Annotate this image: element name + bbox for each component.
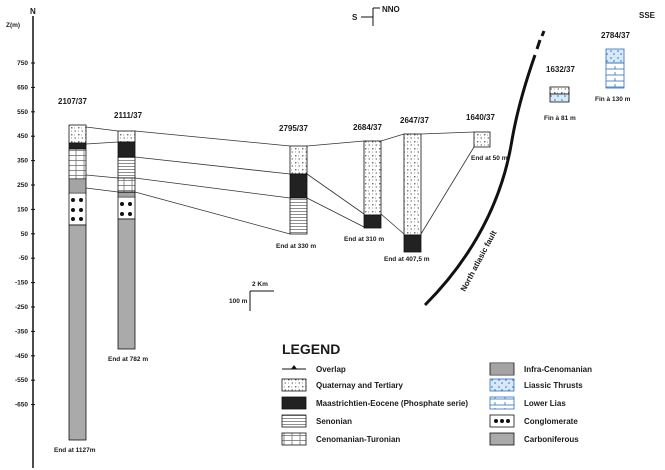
legend-item-quaternary: Quaternay and Tertiary xyxy=(281,378,404,392)
depth-axis: N Z(m) 750 650 550 450 350 250 150 50 -50 -150 -25… xyxy=(6,7,36,468)
axis-tick-label: -350 xyxy=(15,328,28,335)
well-2107-37: 2107/37 End at 1127m xyxy=(54,97,96,454)
well-label: 2111/37 xyxy=(114,111,143,120)
axis-tick-label: 150 xyxy=(17,206,28,213)
legend-item-overlap: Overlap xyxy=(282,365,346,374)
well-2795-37: 2795/37 End at 330 m xyxy=(276,124,316,250)
well-label: 1632/37 xyxy=(546,65,575,74)
legend-title: LEGEND xyxy=(282,341,340,357)
axis-unit-label: Z(m) xyxy=(6,22,20,29)
well-end-label: End at 310 m xyxy=(344,236,384,243)
well-2684-37: 2684/37 End at 310 m xyxy=(344,123,384,243)
fault-label: North atlasic fault xyxy=(459,229,499,293)
well-label: 2107/37 xyxy=(58,97,87,106)
legend-item-carboniferous: Carboniferous xyxy=(489,432,579,446)
orientation-marker: S NNO SSE xyxy=(352,5,656,26)
axis-tick-label: 550 xyxy=(17,109,28,116)
well-2111-37: 2111/37 End at 782 m xyxy=(108,111,148,363)
svg-text:Overlap: Overlap xyxy=(316,365,346,374)
svg-text:Infra-Cenomanian: Infra-Cenomanian xyxy=(524,365,592,374)
svg-text:Senonian: Senonian xyxy=(316,417,352,426)
axis-tick-label: 350 xyxy=(17,158,28,165)
well-1632-37: 1632/37 Fin à 81 m xyxy=(544,65,576,122)
well-label: 2647/37 xyxy=(400,116,429,125)
well-label: 2795/37 xyxy=(279,124,308,133)
axis-tick-label: 50 xyxy=(21,231,29,238)
legend-item-liassic-thrusts: Liassic Thrusts xyxy=(489,378,583,392)
well-label: 2784/37 xyxy=(601,31,630,40)
scale-bar: 2 Km 100 m xyxy=(229,281,274,311)
axis-tick-label: -150 xyxy=(15,280,28,287)
well-end-label: End at 407,5 m xyxy=(384,256,430,263)
well-end-label: End at 330 m xyxy=(276,243,316,250)
legend-item-maastrichtien: Maastrichtien-Eocene (Phosphate serie) xyxy=(281,396,468,410)
legend-item-lower-lias: Lower Lias xyxy=(489,396,566,410)
well-2647-37: 2647/37 End at 407,5 m xyxy=(384,116,430,263)
legend-item-conglomerate: Conglomerate xyxy=(489,414,578,428)
axis-tick-label: -250 xyxy=(15,304,28,311)
axis-tick-label: -450 xyxy=(15,353,28,360)
legend: LEGEND Overlap Quaternay and Tertiary Ma… xyxy=(281,341,592,446)
well-2784-37: 2784/37 Fin à 130 m xyxy=(595,31,631,103)
svg-text:Lower Lias: Lower Lias xyxy=(524,399,566,408)
well-label: 1640/37 xyxy=(466,113,495,122)
svg-text:Cenomanian-Turonian: Cenomanian-Turonian xyxy=(316,435,400,444)
north-atlasic-fault: North atlasic fault xyxy=(423,30,546,307)
svg-text:Carboniferous: Carboniferous xyxy=(524,435,579,444)
well-end-label: End at 782 m xyxy=(108,356,148,363)
well-end-label: End at 1127m xyxy=(54,447,96,454)
axis-tick-label: -550 xyxy=(15,377,28,384)
svg-text:Maastrichtien-Eocene (Phosphat: Maastrichtien-Eocene (Phosphate serie) xyxy=(316,399,468,408)
svg-text:Liassic Thrusts: Liassic Thrusts xyxy=(524,381,583,390)
axis-tick-label: 650 xyxy=(17,84,28,91)
well-1640-37: 1640/37 End at 50 m xyxy=(466,113,508,162)
scale-horizontal-label: 2 Km xyxy=(252,281,268,288)
axis-tick-label: 250 xyxy=(17,182,28,189)
axis-tick-label: 450 xyxy=(17,133,28,140)
svg-text:Conglomerate: Conglomerate xyxy=(524,417,578,426)
legend-item-senonian: Senonian xyxy=(281,414,352,428)
well-label: 2684/37 xyxy=(353,123,382,132)
well-end-label: Fin à 81 m xyxy=(544,115,576,122)
svg-text:Quaternay and Tertiary: Quaternay and Tertiary xyxy=(316,381,404,390)
north-label: N xyxy=(30,7,36,16)
well-end-label: Fin à 130 m xyxy=(595,96,631,103)
orientation-right: NNO xyxy=(382,5,400,14)
legend-item-infra-cenomanian: Infra-Cenomanian xyxy=(489,362,592,376)
well-end-label: End at 50 m xyxy=(471,155,508,162)
legend-item-cenomanian: Cenomanian-Turonian xyxy=(281,432,400,446)
axis-tick-label: 750 xyxy=(17,60,28,67)
axis-tick-label: -50 xyxy=(19,255,29,262)
orientation-left: S xyxy=(352,13,358,22)
correlation-lines xyxy=(85,126,475,235)
scale-vertical-label: 100 m xyxy=(229,298,248,305)
axis-tick-label: -650 xyxy=(15,402,28,409)
orientation-corner: SSE xyxy=(639,11,656,20)
